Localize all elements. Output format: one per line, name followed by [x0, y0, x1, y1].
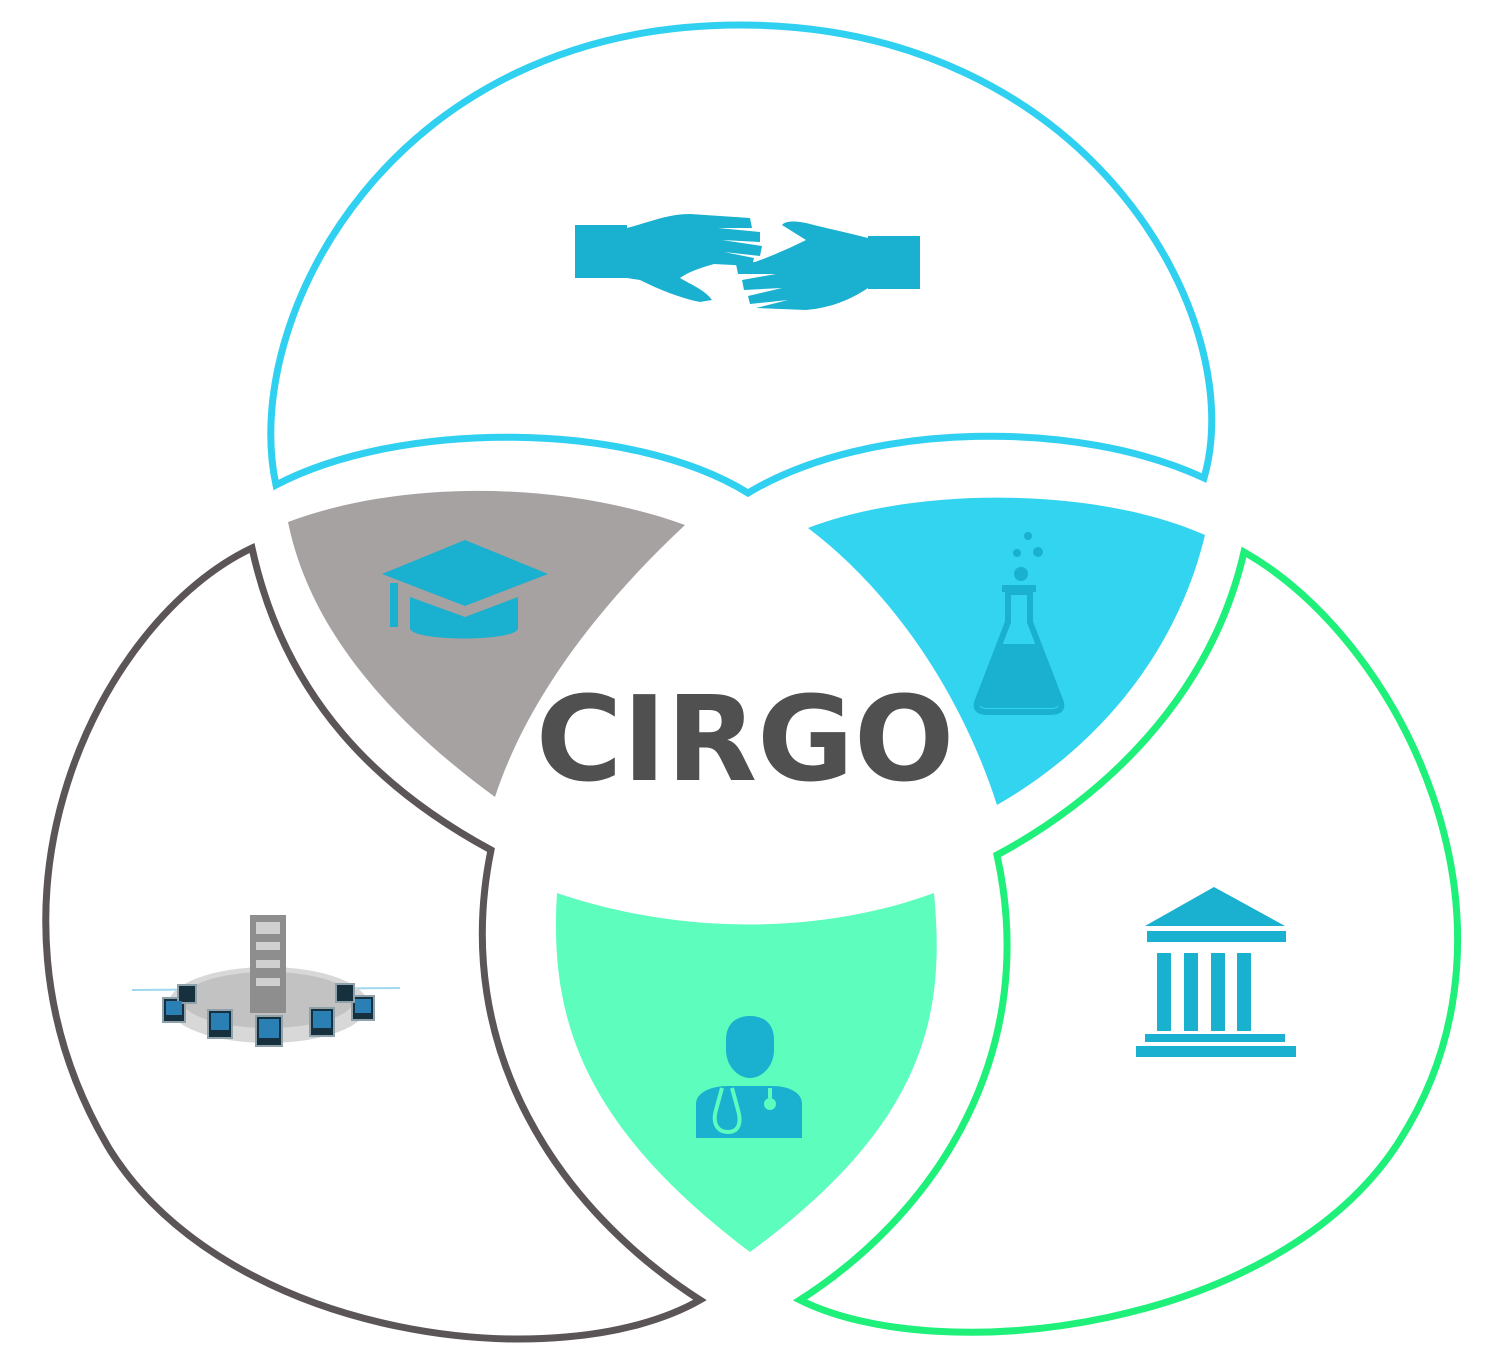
flask-icon — [973, 532, 1065, 715]
graduation-cap-icon — [382, 540, 548, 639]
handshake-icon — [575, 214, 920, 310]
circle-left-outline — [42, 542, 707, 1343]
center-title: CIRGO — [536, 670, 955, 808]
computer-network-icon — [131, 915, 401, 1047]
institution-icon — [1136, 887, 1296, 1057]
doctor-icon — [696, 1016, 802, 1138]
circle-right-outline — [792, 546, 1462, 1336]
lens-top-left — [288, 490, 685, 797]
circle-top-outline — [267, 21, 1216, 498]
